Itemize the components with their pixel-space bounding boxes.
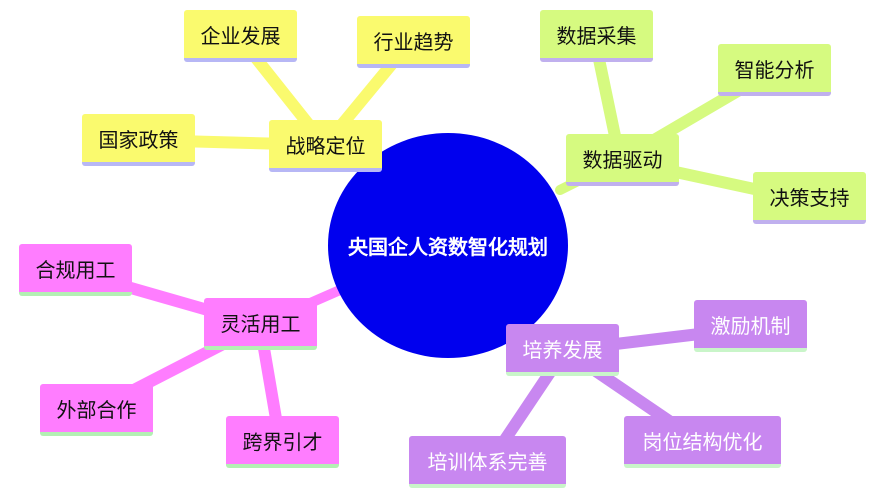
node-incentive-mechanism: 激励机制 — [694, 300, 807, 352]
node-flexible-employment: 灵活用工 — [204, 298, 317, 350]
node-data-driven: 数据驱动 — [566, 134, 679, 186]
node-industry-trend: 行业趋势 — [357, 16, 470, 68]
node-compliance-employment: 合规用工 — [19, 244, 132, 296]
node-training-development: 培养发展 — [506, 324, 619, 376]
center-label: 央国企人资数智化规划 — [348, 235, 548, 259]
node-strategy: 战略定位 — [269, 120, 382, 172]
node-enterprise-development: 企业发展 — [184, 10, 297, 62]
node-smart-analysis: 智能分析 — [718, 44, 831, 96]
node-decision-support: 决策支持 — [753, 172, 866, 224]
node-position-structure: 岗位结构优化 — [624, 416, 781, 468]
node-national-policy: 国家政策 — [82, 114, 195, 166]
node-training-system: 培训体系完善 — [409, 436, 566, 488]
node-external-cooperation: 外部合作 — [40, 384, 153, 436]
node-data-collection: 数据采集 — [540, 10, 653, 62]
node-cross-border-talent: 跨界引才 — [226, 416, 339, 468]
